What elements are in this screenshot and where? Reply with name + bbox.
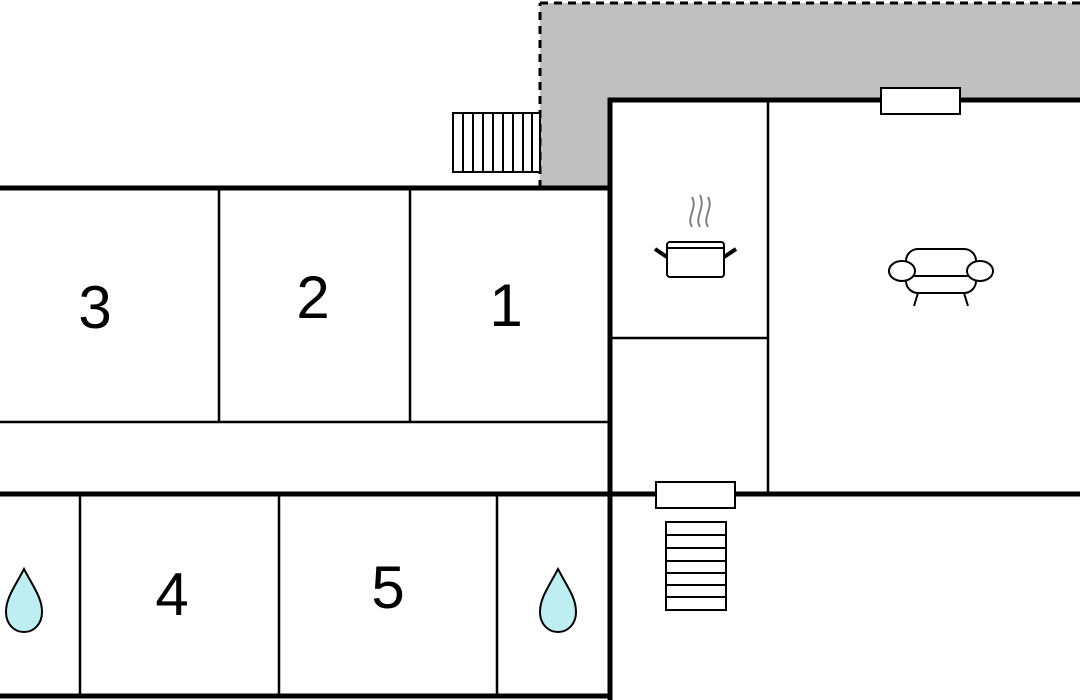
interior-walls [0, 100, 770, 696]
exterior-walls [0, 97, 1080, 700]
room-number-4: 4 [155, 561, 188, 628]
stairs-icon [665, 521, 727, 611]
stairs-icon [452, 112, 541, 173]
window-icon [880, 87, 961, 115]
terrace [538, 1, 1080, 188]
room-number-1: 1 [489, 272, 522, 339]
room-number-5: 5 [371, 554, 404, 621]
room-number-3: 3 [78, 274, 111, 341]
water-drop-icon [538, 566, 578, 634]
sofa-icon [888, 248, 994, 307]
water-drop-icon [4, 566, 44, 634]
window-icon [655, 481, 736, 509]
cooking-pot-icon [653, 194, 738, 278]
room-number-2: 2 [296, 264, 329, 331]
